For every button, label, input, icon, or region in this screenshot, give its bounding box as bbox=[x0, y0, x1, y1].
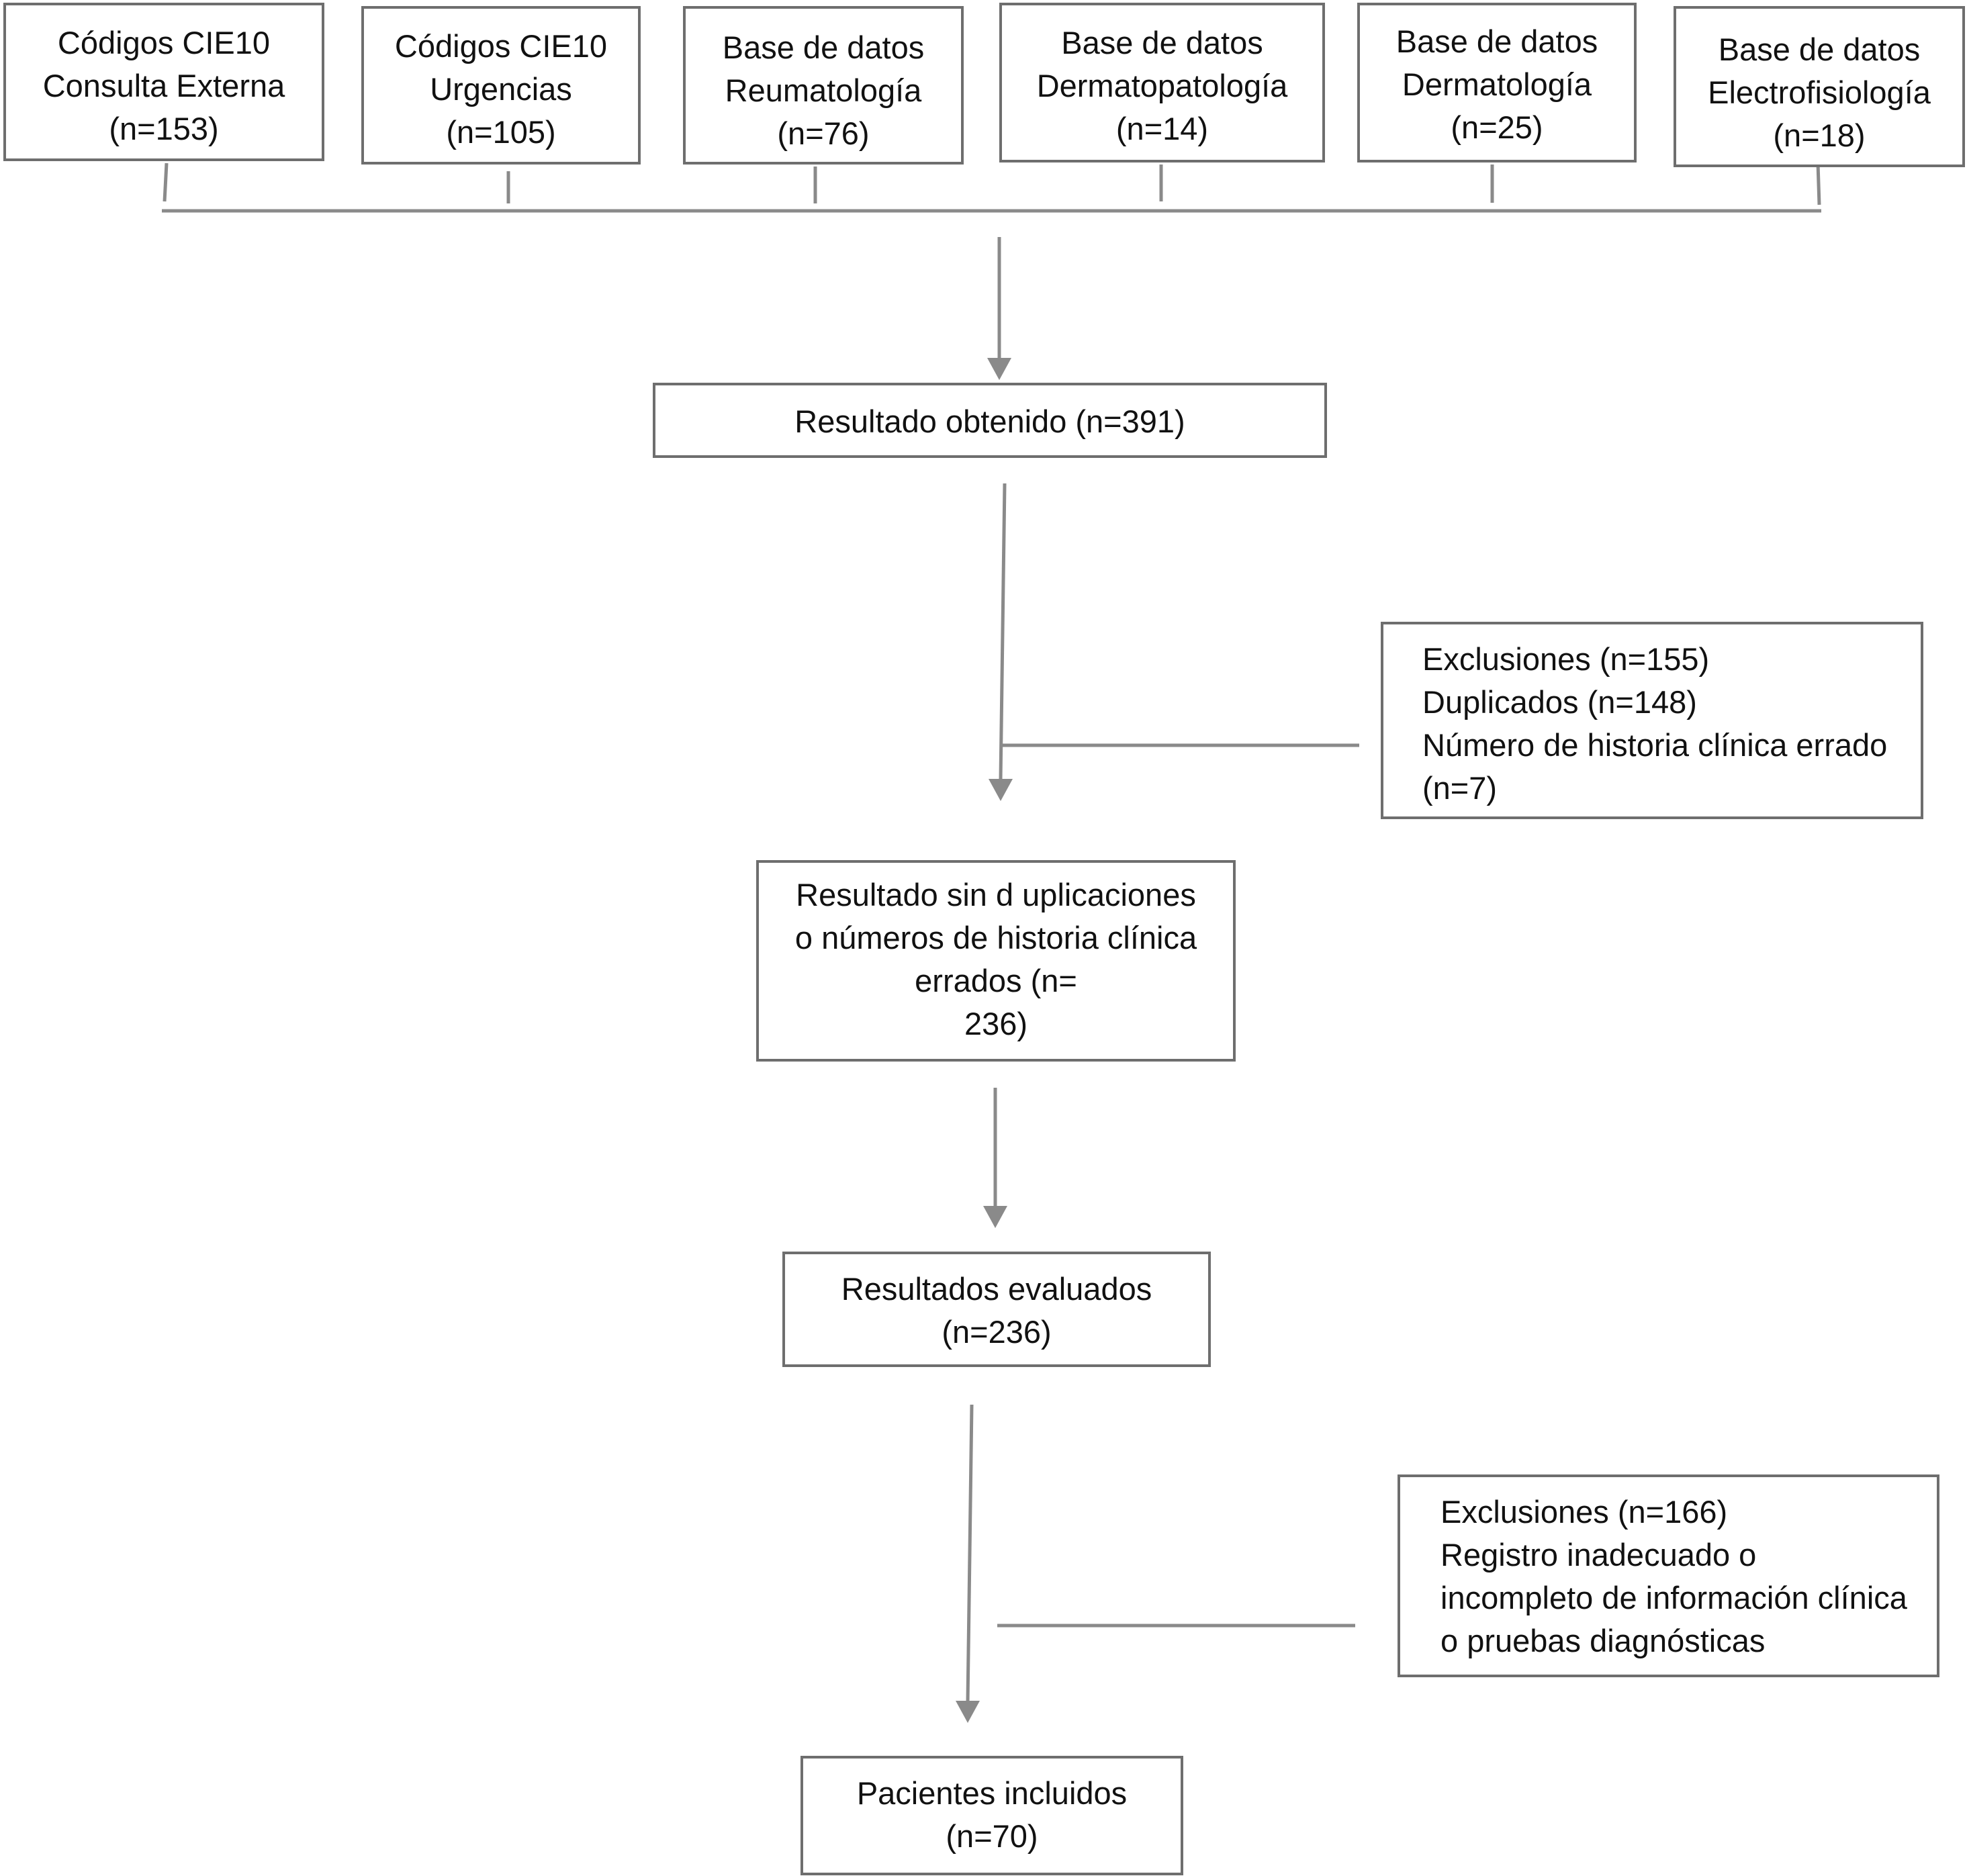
included-patients-box: Pacientes incluidos (n=70) bbox=[800, 1756, 1183, 1875]
source-box-line: Base de datos bbox=[1718, 32, 1921, 67]
source-box-line: (n=14) bbox=[1115, 111, 1209, 146]
exclusion-line: Número de historia clínica errado bbox=[1422, 727, 1888, 763]
exclusion-line: Registro inadecuado o bbox=[1440, 1537, 1757, 1573]
arrow-1-head bbox=[987, 358, 1011, 380]
source-box-line: (n=105) bbox=[446, 114, 556, 150]
source-box-line: Base de datos bbox=[722, 30, 925, 65]
evaluated-line: (n=236) bbox=[942, 1314, 1052, 1350]
exclusion-line: o pruebas diagnósticas bbox=[1440, 1623, 1766, 1658]
exclusion-box-incomplete: Exclusiones (n=166) Registro inadecuado … bbox=[1398, 1474, 1939, 1677]
source-box-dermatopatologia: Base de datos Dermatopatología (n=14) bbox=[999, 3, 1325, 162]
source-box-line: (n=25) bbox=[1451, 109, 1543, 145]
deduplicated-line: 236) bbox=[964, 1006, 1028, 1041]
source-6-tick bbox=[1816, 162, 1821, 205]
source-box-line: (n=76) bbox=[777, 115, 870, 151]
arrow-2-shaft bbox=[999, 483, 1007, 780]
evaluated-results-box: Resultados evaluados (n=236) bbox=[782, 1252, 1211, 1367]
source-box-electrofisiologia: Base de datos Electrofisiología (n=18) bbox=[1674, 6, 1965, 167]
source-box-line: Base de datos bbox=[1061, 25, 1263, 60]
evaluated-line: Resultados evaluados bbox=[841, 1271, 1152, 1307]
source-box-line: Dermatología bbox=[1402, 66, 1592, 102]
exclusion-line: incompleto de información clínica bbox=[1440, 1580, 1907, 1615]
source-box-reumatologia: Base de datos Reumatología (n=76) bbox=[683, 6, 964, 165]
deduplicated-line: Resultado sin d uplicaciones bbox=[796, 877, 1196, 912]
source-box-line: Códigos CIE10 bbox=[57, 25, 271, 60]
obtained-result-text: Resultado obtenido (n=391) bbox=[794, 404, 1185, 439]
source-box-line: Códigos CIE10 bbox=[394, 28, 608, 64]
source-box-line: Reumatología bbox=[725, 73, 922, 108]
arrow-4-shaft bbox=[966, 1404, 974, 1703]
source-box-line: Urgencias bbox=[430, 71, 572, 107]
exclusion-line: Duplicados (n=148) bbox=[1422, 684, 1697, 720]
source-box-urgencias: Códigos CIE10 Urgencias (n=105) bbox=[361, 6, 641, 165]
source-box-line: Consulta Externa bbox=[42, 68, 285, 103]
source-1-tick bbox=[163, 162, 169, 202]
obtained-result-box: Resultado obtenido (n=391) bbox=[653, 383, 1327, 458]
included-line: (n=70) bbox=[946, 1818, 1038, 1854]
exclusion-line: Exclusiones (n=155) bbox=[1422, 641, 1710, 677]
exclusion-box-duplicates: Exclusiones (n=155) Duplicados (n=148) N… bbox=[1381, 622, 1923, 819]
source-box-consulta-externa: Códigos CIE10 Consulta Externa (n=153) bbox=[3, 3, 324, 161]
deduplicated-line: errados (n= bbox=[915, 963, 1077, 998]
source-box-line: (n=153) bbox=[109, 111, 219, 146]
deduplicated-line: o números de historia clínica bbox=[794, 920, 1197, 955]
source-box-line: Electrofisiología bbox=[1708, 75, 1931, 110]
arrow-3-head bbox=[983, 1206, 1007, 1228]
arrow-4-head bbox=[956, 1701, 980, 1723]
exclusion-line: Exclusiones (n=166) bbox=[1440, 1494, 1728, 1530]
source-box-line: Dermatopatología bbox=[1036, 68, 1288, 103]
arrow-2-head bbox=[989, 779, 1013, 801]
exclusion-line: (n=7) bbox=[1422, 770, 1498, 806]
source-box-line: Base de datos bbox=[1396, 24, 1598, 59]
included-line: Pacientes incluidos bbox=[856, 1775, 1128, 1811]
source-box-dermatologia: Base de datos Dermatología (n=25) bbox=[1357, 3, 1637, 162]
source-box-line: (n=18) bbox=[1773, 118, 1866, 153]
deduplicated-result-box: Resultado sin d uplicaciones o números d… bbox=[756, 860, 1236, 1062]
